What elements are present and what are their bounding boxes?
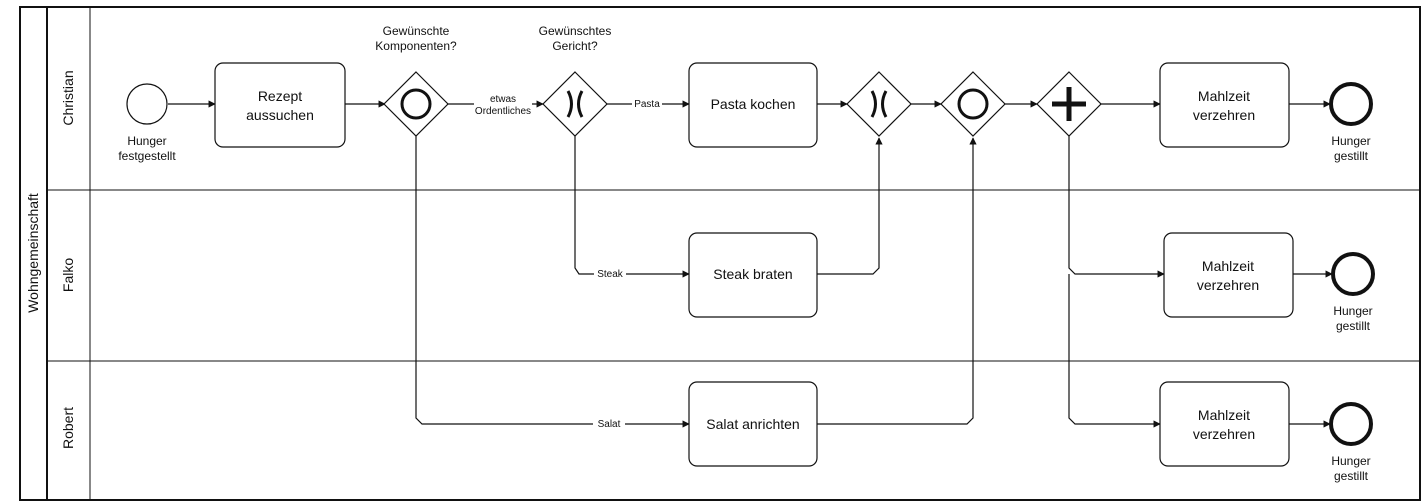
task-salat[interactable]: Salat anrichten (688, 381, 818, 467)
task-mahlzeit2-line1: Mahlzeit (1202, 258, 1254, 274)
end-event-falko[interactable]: Hunger gestillt (1331, 252, 1375, 333)
end2-label-line2: gestillt (1336, 319, 1371, 333)
gateway-exclusive-split[interactable]: Gewünschtes Gericht? (539, 24, 612, 137)
task-mahlzeit-robert[interactable]: Mahlzeit verzehren (1159, 381, 1290, 467)
end-event-robert[interactable]: Hunger gestillt (1329, 402, 1373, 483)
task-mahlzeit3-line1: Mahlzeit (1198, 407, 1250, 423)
end3-label-line2: gestillt (1334, 469, 1369, 483)
lane-label-falko: Falko (60, 258, 76, 292)
gateway-g1-label-line2: Komponenten? (375, 39, 457, 53)
gateway-g1-label-line1: Gewünschte (383, 24, 450, 38)
task-mahlzeit3-line2: verzehren (1193, 426, 1255, 442)
task-rezept-line2: aussuchen (246, 107, 314, 123)
inclusive-gateway-icon (957, 88, 989, 120)
pool: Wohngemeinschaft Christian Falko Robert (19, 6, 1421, 501)
task-pasta[interactable]: Pasta kochen (688, 62, 818, 148)
task-mahlzeit2-line2: verzehren (1197, 277, 1259, 293)
flow-salat-to-g4 (817, 137, 977, 425)
task-mahlzeit1-line1: Mahlzeit (1198, 88, 1250, 104)
task-steak-label: Steak braten (713, 266, 792, 282)
exclusive-gateway-icon (566, 90, 584, 118)
end-event-christian[interactable]: Hunger gestillt (1329, 82, 1373, 163)
inclusive-gateway-icon (400, 88, 432, 120)
end2-label-line1: Hunger (1333, 304, 1372, 318)
task-mahlzeit1-line2: verzehren (1193, 107, 1255, 123)
task-mahlzeit-falko[interactable]: Mahlzeit verzehren (1163, 232, 1294, 318)
start-event-circle[interactable] (126, 83, 168, 125)
task-mahlzeit-christian[interactable]: Mahlzeit verzehren (1159, 62, 1290, 148)
parallel-gateway-icon (1052, 87, 1086, 121)
gateway-exclusive-join[interactable] (846, 71, 912, 137)
lane-label-christian: Christian (60, 70, 76, 125)
gateway-g2-label-line2: Gericht? (552, 39, 598, 53)
flow-g5-to-mahlzeit2 (1068, 136, 1165, 278)
lane-label-robert: Robert (60, 407, 76, 449)
flow-steak-to-g3 (817, 137, 883, 275)
end1-label-line2: gestillt (1334, 149, 1369, 163)
start-event-label-line1: Hunger (127, 134, 166, 148)
end1-label-line1: Hunger (1331, 134, 1370, 148)
start-event[interactable]: Hunger festgestellt (118, 83, 176, 163)
pool-label: Wohngemeinschaft (25, 193, 41, 313)
exclusive-gateway-icon (870, 90, 888, 118)
gateway-g2-label-line1: Gewünschtes (539, 24, 612, 38)
flow-label-etwas-line1: etwas (490, 94, 516, 105)
flow-g1-to-salat (415, 136, 690, 428)
gateway-parallel-split[interactable] (1036, 71, 1102, 137)
sequence-flows (168, 100, 1333, 428)
flow-label-pasta: Pasta (634, 99, 660, 110)
flow-g2-to-steak (574, 136, 690, 278)
task-steak[interactable]: Steak braten (688, 232, 818, 318)
flow-labels: etwas Ordentliches Pasta Steak Salat (474, 93, 662, 431)
pool-border (19, 6, 1421, 501)
flow-label-steak: Steak (597, 269, 624, 280)
start-event-label-line2: festgestellt (118, 149, 176, 163)
flow-label-etwas-line2: Ordentliches (475, 106, 531, 117)
task-rezept[interactable]: Rezept aussuchen (214, 62, 346, 148)
end3-label-line1: Hunger (1331, 454, 1370, 468)
flow-label-salat: Salat (598, 419, 621, 430)
task-rezept-line1: Rezept (258, 88, 302, 104)
gateway-inclusive-join[interactable] (940, 71, 1006, 137)
task-salat-label: Salat anrichten (706, 416, 799, 432)
flow-g5-to-mahlzeit3 (1068, 274, 1161, 428)
gateway-inclusive-split[interactable]: Gewünschte Komponenten? (375, 24, 457, 137)
task-pasta-label: Pasta kochen (711, 96, 796, 112)
